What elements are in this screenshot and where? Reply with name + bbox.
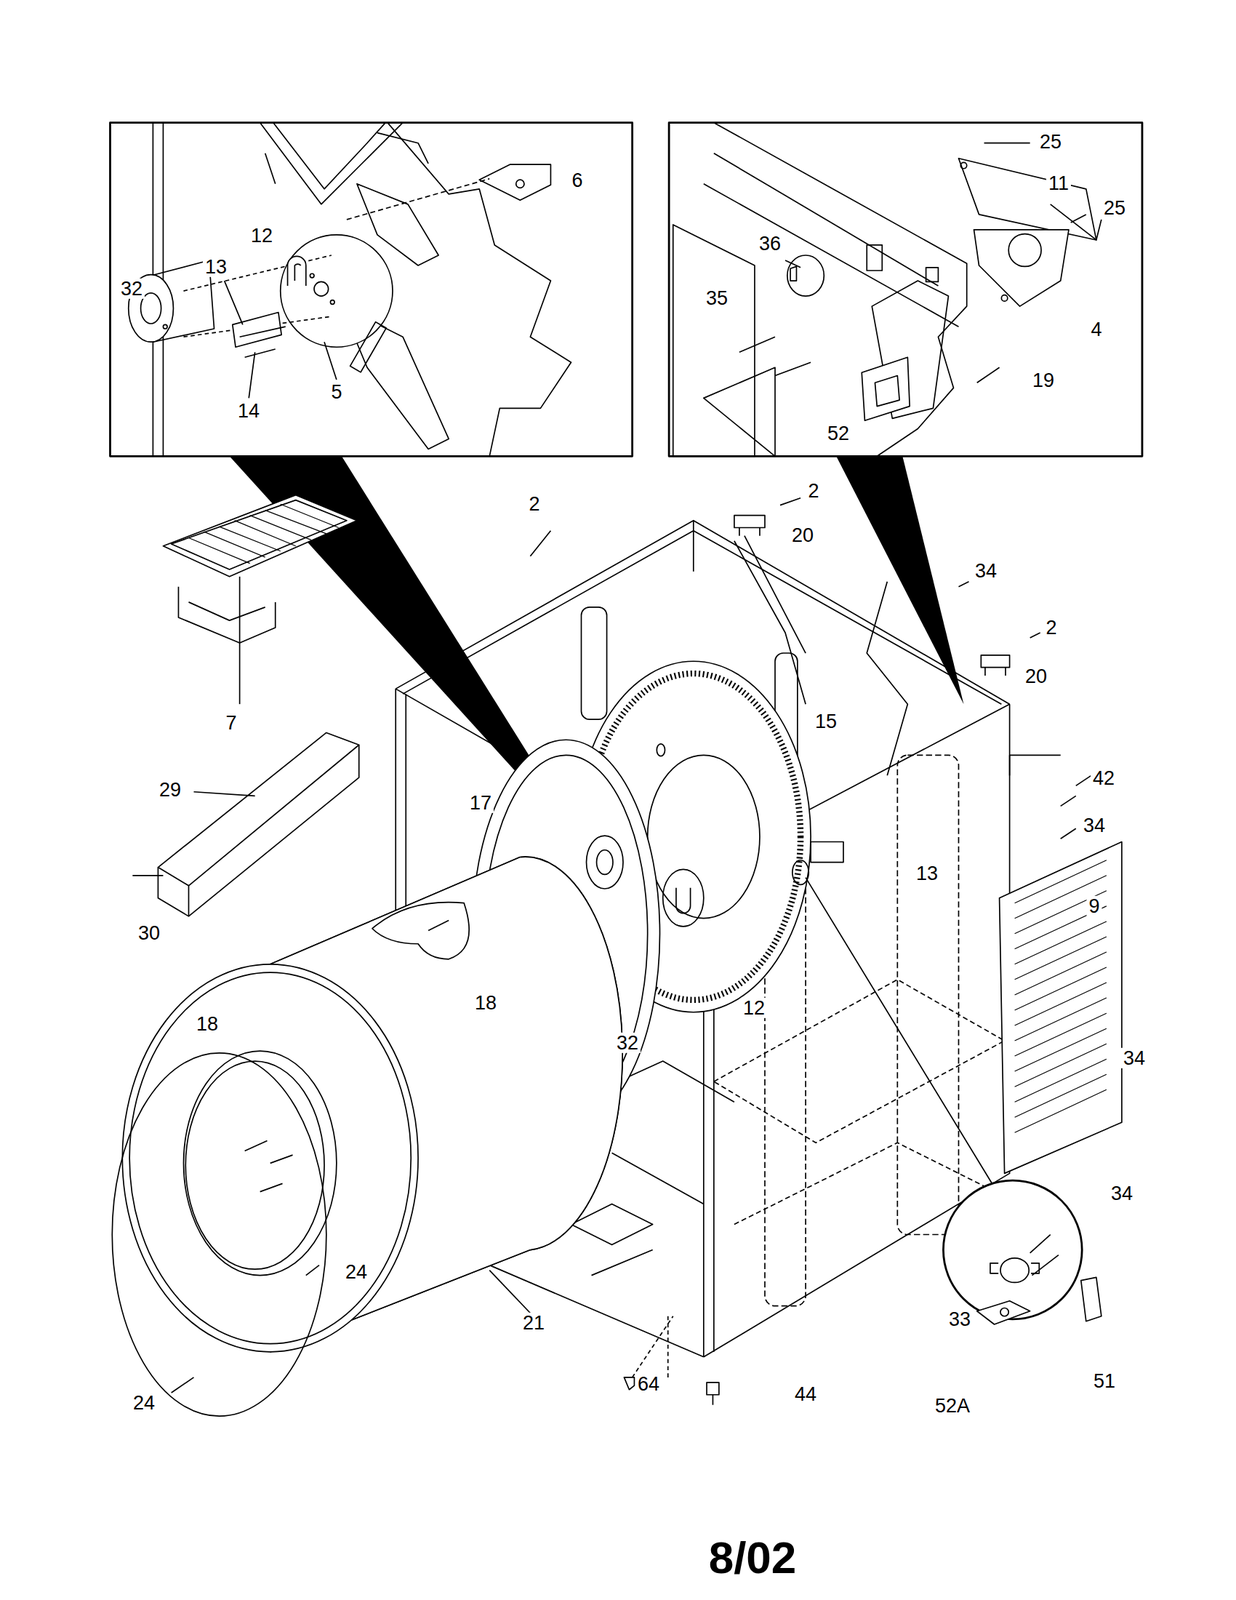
callout-number: 18	[472, 992, 499, 1013]
callout-number: 2	[526, 493, 542, 515]
callout-number: 11	[1046, 173, 1071, 194]
callout-number: 42	[1090, 767, 1117, 789]
callout-number: 64	[635, 1373, 662, 1394]
callout-number: 32	[118, 278, 145, 299]
callout-number: 34	[1121, 1047, 1148, 1069]
callout-number: 24	[130, 1392, 158, 1413]
callout-number: 32	[614, 1032, 641, 1053]
callout-number: 20	[789, 524, 816, 546]
callout-number: 52A	[932, 1395, 973, 1416]
callout-number: 33	[946, 1308, 973, 1330]
callout-number: 51	[1091, 1370, 1118, 1391]
callout-number: 6	[569, 170, 585, 191]
callout-number: 19	[1030, 370, 1057, 391]
callout-number: 9	[1086, 895, 1102, 917]
callout-number: 24	[343, 1261, 370, 1282]
callout-number: 25	[1101, 197, 1128, 219]
date-code: 8/02	[706, 1533, 800, 1581]
callout-number: 2	[805, 480, 821, 501]
callout-number: 44	[792, 1383, 819, 1404]
callout-number: 35	[703, 287, 730, 309]
callout-number: 18	[194, 1013, 221, 1034]
callout-number: 14	[235, 400, 262, 421]
callout-number: 2	[1043, 617, 1059, 638]
callout-number: 29	[157, 779, 184, 800]
callout-number: 13	[913, 863, 941, 884]
callout-number: 20	[1022, 665, 1050, 687]
callout-number: 13	[202, 256, 230, 278]
callout-number: 12	[740, 997, 768, 1018]
callout-number: 12	[248, 225, 275, 246]
callout-number: 17	[467, 792, 494, 813]
callout-number: 36	[756, 233, 784, 254]
callout-number: 34	[972, 560, 999, 581]
callout-number: 7	[223, 712, 239, 733]
callout-number: 30	[135, 922, 163, 943]
callout-number: 34	[1108, 1182, 1135, 1204]
callout-number: 34	[1081, 815, 1108, 836]
callout-number: 25	[1037, 131, 1064, 152]
callout-number: 52	[825, 423, 852, 444]
callout-number: 21	[520, 1312, 547, 1333]
callout-number: 15	[812, 711, 840, 732]
callout-number: 4	[1088, 319, 1104, 340]
callout-number: 5	[328, 381, 344, 403]
